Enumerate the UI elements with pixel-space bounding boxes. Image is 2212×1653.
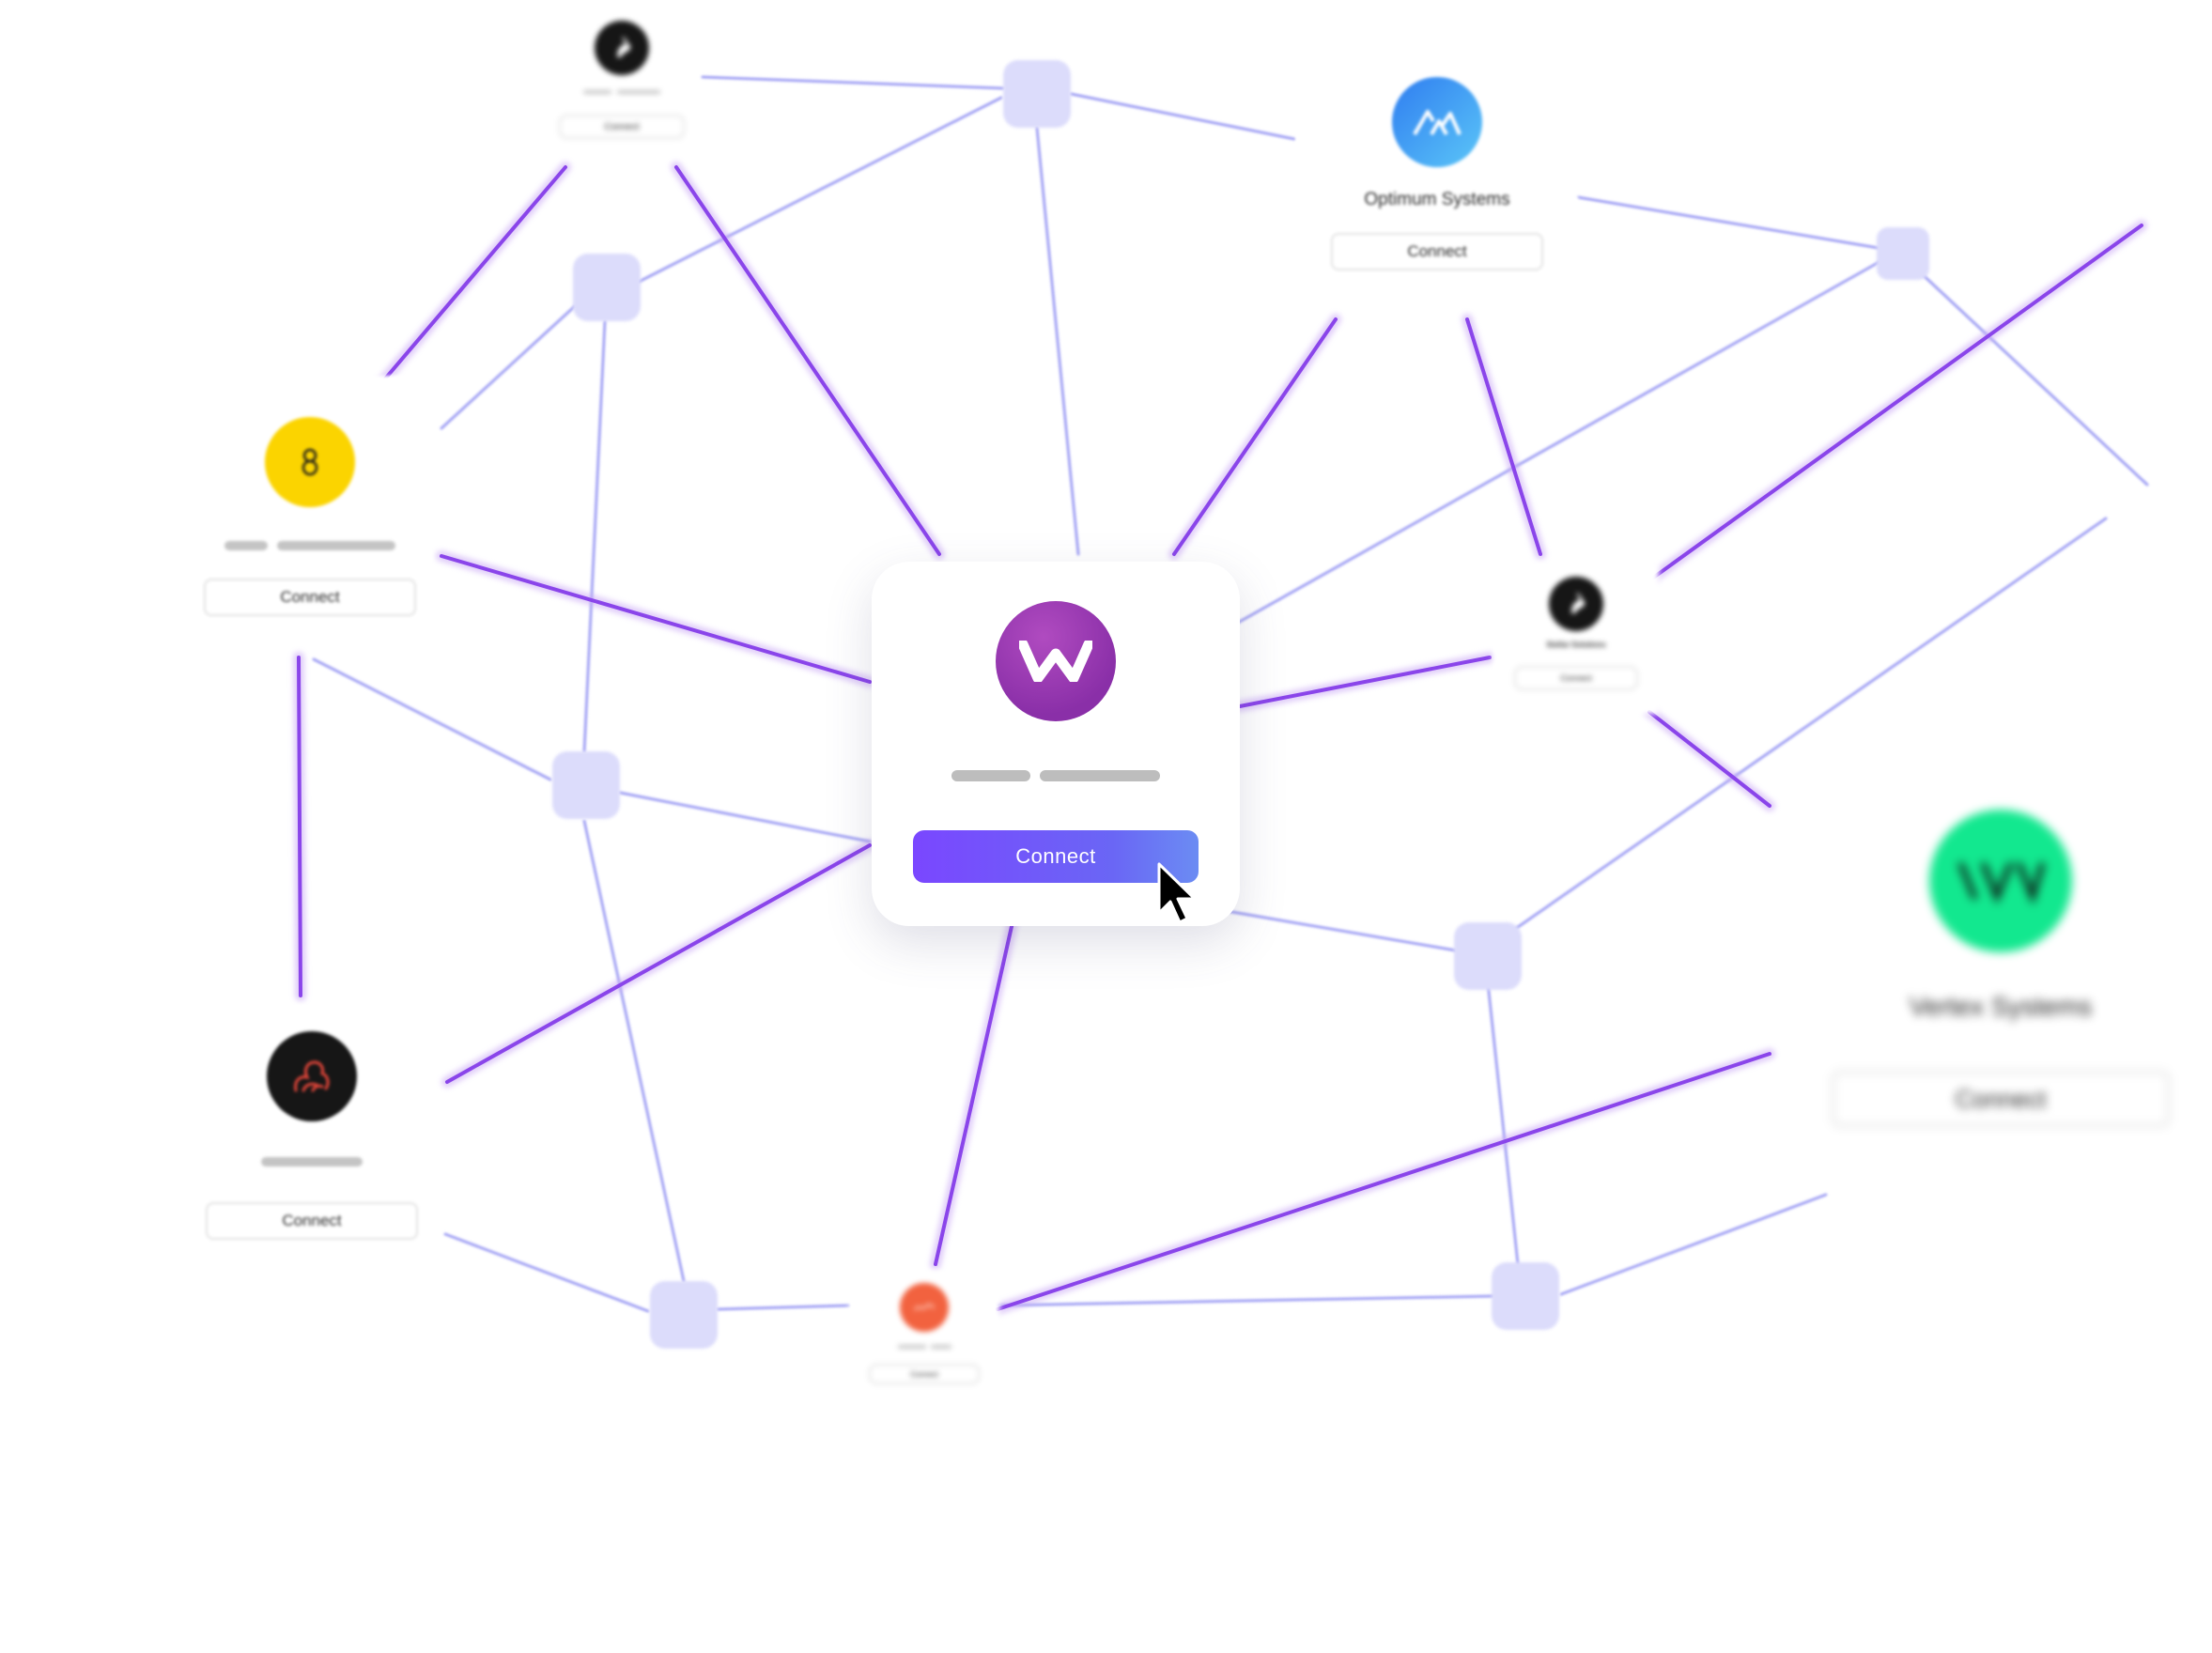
connection-line (1069, 92, 1296, 141)
connection-line (1559, 1193, 1828, 1296)
mountain-logo-icon (1392, 77, 1482, 167)
connect-button[interactable]: Connect (206, 1202, 418, 1240)
connect-button[interactable]: Connect (559, 115, 685, 139)
integration-card-optimum-systems: Optimum Systems Connect (1296, 56, 1578, 301)
hub-node (573, 254, 641, 321)
connection-line (1486, 981, 1520, 1266)
connect-button[interactable]: Connect (204, 579, 416, 616)
name-placeholder (224, 541, 395, 550)
hub-node (650, 1281, 718, 1349)
connection-line (582, 319, 607, 753)
hub-node (1454, 922, 1522, 990)
company-name: Stellar Solutions (1546, 641, 1606, 649)
active-connection-line (1647, 710, 1771, 808)
integration-card-top-left: Connect (554, 15, 689, 150)
active-connection-line (1238, 656, 1492, 708)
integration-card-stellar-solutions: Stellar Solutions Connect (1493, 564, 1659, 714)
mouse-cursor-icon (1157, 862, 1197, 924)
rabbit-logo-icon (1549, 577, 1603, 631)
connect-button[interactable]: Connect (869, 1364, 980, 1384)
active-connection-line (1465, 317, 1542, 556)
connection-line (582, 819, 686, 1283)
connection-line (716, 1304, 851, 1311)
vw-logo-icon (1929, 810, 2072, 952)
name-placeholder (583, 90, 660, 94)
connect-button[interactable]: Connect (1514, 666, 1638, 690)
connection-line (1507, 517, 2108, 935)
connection-line (312, 657, 552, 781)
active-connection-line (440, 554, 872, 684)
company-name: Optimum Systems (1364, 190, 1510, 209)
connect-button[interactable]: Connect (1331, 233, 1543, 270)
creature-logo-icon (267, 1031, 357, 1121)
active-connection-line (297, 656, 302, 997)
rabbit-logo-icon (595, 21, 649, 75)
active-connection-line (674, 165, 941, 556)
hub-node (1003, 60, 1071, 128)
name-placeholder (261, 1157, 363, 1166)
connection-line (1035, 126, 1080, 556)
featured-integration-card: Connect (872, 562, 1240, 926)
name-placeholder (951, 770, 1160, 781)
hub-node (1877, 227, 1929, 280)
connection-line (637, 96, 1003, 284)
connection-line (440, 304, 577, 430)
connection-line (1914, 267, 2149, 487)
name-placeholder (897, 1345, 951, 1349)
connection-line (996, 1294, 1495, 1307)
script-logo-icon (900, 1283, 949, 1332)
connection-line (1225, 909, 1458, 952)
connect-button[interactable]: Connect (1832, 1071, 2170, 1127)
hub-node (1492, 1262, 1559, 1330)
connection-line (701, 75, 1005, 90)
connection-line (618, 791, 872, 843)
connection-line (1565, 193, 1880, 250)
active-connection-line (1172, 317, 1338, 556)
connection-line (443, 1232, 650, 1313)
integration-card-orange: Connect (849, 1272, 999, 1403)
integration-card-vertex-systems: Vertex Systems Connect (1785, 789, 2212, 1165)
company-name: Vertex Systems (1909, 992, 2093, 1021)
active-connection-line (996, 1052, 1771, 1311)
figure-eight-logo-icon (265, 417, 355, 507)
active-connection-line (934, 920, 1014, 1266)
hub-node (552, 751, 620, 819)
active-connection-line (1647, 224, 2143, 582)
active-connection-line (379, 165, 567, 385)
connection-line (1234, 257, 1886, 626)
primary-connect-button[interactable]: Connect (913, 830, 1199, 883)
active-connection-line (445, 843, 872, 1084)
integration-card-black-red: Connect (188, 1005, 436, 1268)
w-logo-icon (996, 601, 1116, 721)
integration-card-yellow: Connect (188, 376, 432, 639)
